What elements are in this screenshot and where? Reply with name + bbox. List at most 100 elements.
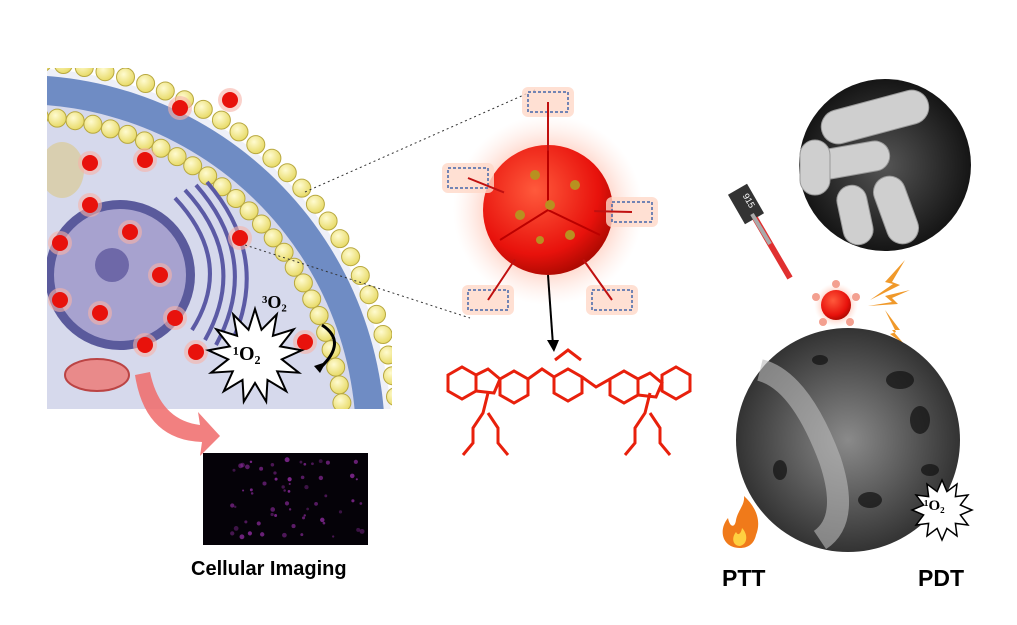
- fluorescence-dot: [270, 507, 275, 512]
- singlet-oxygen-label: ¹O₂: [233, 343, 261, 366]
- membrane-bead: [388, 409, 406, 427]
- fluorescence-dot: [323, 522, 326, 525]
- membrane-bead: [263, 149, 281, 167]
- membrane-bead: [360, 286, 378, 304]
- pdt-label: PDT: [918, 565, 964, 592]
- fluorescence-dot: [291, 524, 295, 528]
- membrane-bead: [137, 75, 155, 93]
- membrane-bead: [335, 430, 353, 448]
- fluorescence-dot: [319, 459, 323, 463]
- fluorescence-dot: [275, 478, 278, 481]
- fluorescence-dot: [244, 520, 247, 523]
- membrane-bead: [12, 107, 30, 125]
- triplet-oxygen-label: ³O₂: [262, 292, 287, 313]
- membrane-bead: [306, 195, 324, 213]
- membrane-bead: [331, 230, 349, 248]
- fluorescence-dot: [262, 481, 266, 485]
- fluorescence-dot: [285, 457, 290, 462]
- cellular-imaging-label: Cellular Imaging: [191, 558, 347, 581]
- membrane-bead: [96, 63, 114, 81]
- fluorescence-dot: [350, 474, 355, 479]
- nanoparticle-dot: [188, 344, 204, 360]
- fluorescence-dot: [354, 460, 358, 464]
- fluorescence-dot: [240, 463, 245, 468]
- membrane-bead: [351, 267, 369, 285]
- fluorescence-dot: [259, 467, 263, 471]
- fluorescence-image: [203, 453, 368, 545]
- membrane-bead: [66, 112, 84, 130]
- nanoparticle-dot: [152, 267, 168, 283]
- mitochondrion: [65, 359, 129, 391]
- membrane-bead: [48, 109, 66, 127]
- nanoparticle-dot: [167, 310, 183, 326]
- nanoparticle-dot: [52, 235, 68, 251]
- membrane-bead: [293, 179, 311, 197]
- fluorescence-dot: [288, 477, 292, 481]
- fluorescence-dot: [251, 492, 254, 495]
- membrane-bead: [230, 123, 248, 141]
- membrane-bead: [310, 307, 328, 325]
- membrane-bead: [389, 430, 407, 448]
- fluorescence-dot: [248, 531, 252, 535]
- membrane-bead: [379, 346, 397, 364]
- membrane-bead: [33, 54, 51, 72]
- nanoparticle-dot: [137, 152, 153, 168]
- nanoparticle-dot: [222, 92, 238, 108]
- membrane-bead: [387, 388, 405, 406]
- fluorescence-dot: [242, 489, 244, 491]
- nanoparticle-dot: [122, 224, 138, 240]
- fluorescence-dot: [260, 532, 264, 536]
- nanoparticle-dot: [172, 100, 188, 116]
- membrane-bead: [168, 148, 186, 166]
- fluorescence-dot: [300, 533, 303, 536]
- fluorescence-dot: [240, 534, 245, 539]
- membrane-bead: [342, 248, 360, 266]
- membrane-bead: [12, 53, 30, 71]
- fluorescence-dot: [289, 483, 291, 485]
- molecular-structure: [448, 350, 690, 455]
- fluorescence-dot: [301, 476, 305, 480]
- fluorescence-dot: [314, 502, 318, 506]
- fluorescence-dot: [273, 471, 276, 474]
- fluorescence-dot: [283, 489, 286, 492]
- membrane-bead: [117, 68, 135, 86]
- ligand-tether: [594, 211, 632, 212]
- fluorescence-dot: [302, 516, 305, 519]
- membrane-bead: [194, 100, 212, 118]
- membrane-bead: [303, 290, 321, 308]
- nanoparticle-dot: [297, 334, 313, 350]
- nanoparticle-large: [442, 87, 658, 315]
- fluorescence-dot: [250, 461, 252, 463]
- fluorescence-dot: [332, 535, 334, 537]
- fluorescence-dot: [281, 485, 284, 488]
- fluorescence-dot: [234, 506, 236, 508]
- fluorescence-dot: [311, 462, 314, 465]
- nanoparticle-dot: [232, 230, 248, 246]
- membrane-bead: [334, 412, 352, 430]
- membrane-bead: [136, 132, 154, 150]
- fluorescence-dot: [360, 529, 365, 534]
- ptt-label: PTT: [722, 565, 765, 592]
- membrane-bead: [75, 59, 93, 77]
- membrane-bead: [30, 108, 48, 126]
- membrane-bead: [0, 107, 12, 125]
- fire-icon: [723, 496, 759, 548]
- fluorescence-dot: [230, 503, 234, 507]
- fluorescence-dot: [339, 510, 342, 513]
- nanoparticle-dot: [82, 155, 98, 171]
- fluorescence-dot: [250, 488, 253, 491]
- fluorescence-dot: [282, 533, 287, 538]
- fluorescence-dot: [232, 469, 235, 472]
- nanoparticle-dot: [52, 292, 68, 308]
- fluorescence-dot: [356, 478, 358, 480]
- membrane-bead: [294, 274, 312, 292]
- membrane-bead: [0, 54, 9, 72]
- membrane-bead: [333, 394, 351, 412]
- fluorescence-dot: [326, 461, 330, 465]
- membrane-bead: [319, 212, 337, 230]
- sem-image-bacteria-before: [799, 79, 971, 251]
- membrane-bead: [330, 376, 348, 394]
- membrane-bead: [247, 136, 265, 154]
